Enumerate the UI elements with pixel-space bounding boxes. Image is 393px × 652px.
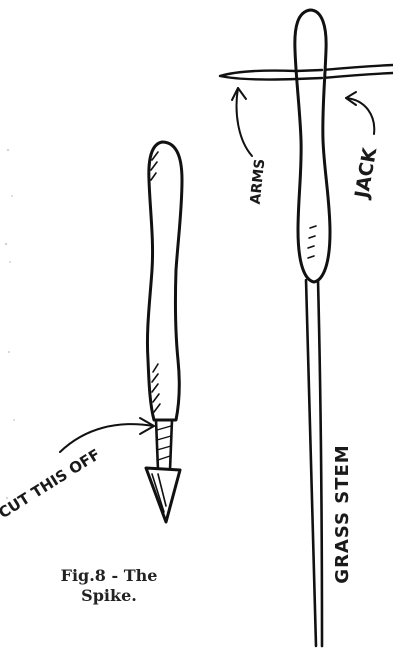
arms-label: ARMS xyxy=(248,158,269,205)
jack-text: JACK xyxy=(351,145,382,202)
arms-left xyxy=(220,71,296,80)
stem-shading xyxy=(157,426,171,460)
caption-line-2: Spike. xyxy=(24,586,194,606)
grass-stem-label: GRASS STEM xyxy=(332,444,353,583)
jack-body xyxy=(295,10,330,282)
figure-caption: Fig.8 - The Spike. xyxy=(24,566,194,606)
arms-right xyxy=(322,65,393,78)
jack-drawing xyxy=(220,10,393,646)
jack-label: JACK xyxy=(351,145,382,202)
paper-specks xyxy=(5,149,15,499)
jack-pointer-arrow xyxy=(346,98,374,134)
cut-this-off-label: CUT THIS OFF xyxy=(0,445,103,522)
caption-line-1: Fig.8 - The xyxy=(24,566,194,586)
spike-body xyxy=(147,142,182,420)
grass-stem-text: GRASS STEM xyxy=(332,444,353,583)
arms-text: ARMS xyxy=(248,158,269,205)
cut-this-off-text: CUT THIS OFF xyxy=(0,445,103,522)
cut-pointer-arrow xyxy=(60,424,154,452)
grass-stem xyxy=(306,280,316,646)
